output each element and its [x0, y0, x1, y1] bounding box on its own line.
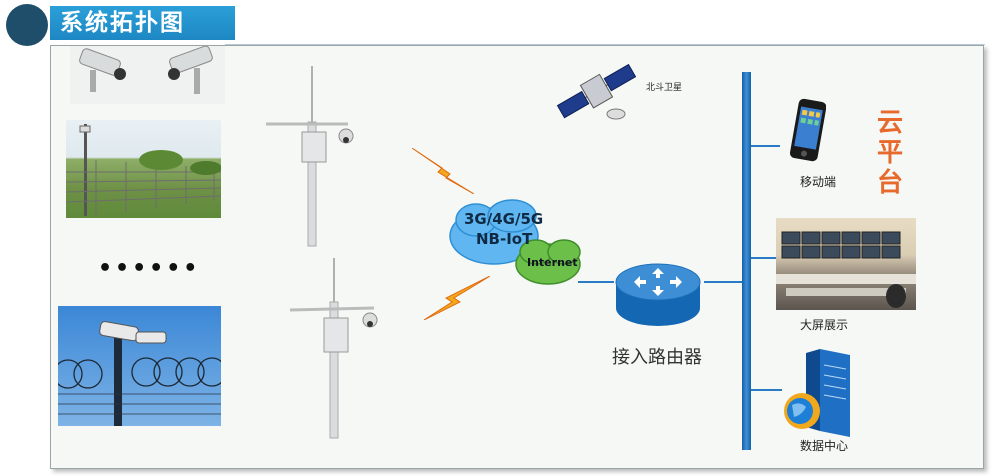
- big-screen-label: 大屏展示: [800, 318, 849, 332]
- cloud-platform-label: 云平台: [876, 108, 903, 198]
- satellite-icon: [556, 60, 638, 124]
- pole-camera-icon: [262, 66, 362, 248]
- title-bullet-circle: [6, 4, 48, 46]
- internet-label: Internet: [527, 256, 578, 269]
- cctv-camera-icon: [70, 45, 225, 104]
- network-label: 3G/4G/5G: [464, 210, 544, 228]
- razor-wire-photo: [58, 306, 221, 426]
- server-icon: [780, 345, 860, 443]
- monitor-wall-icon: [776, 218, 916, 310]
- network-bus: [742, 72, 751, 450]
- mobile-label: 移动端: [800, 175, 837, 189]
- nbiot-label: NB-IoT: [476, 230, 533, 248]
- title-divider: [225, 44, 985, 45]
- cloud-icon: [446, 198, 586, 290]
- lightning-icon: [423, 275, 491, 321]
- phone-icon: [789, 98, 827, 164]
- pole-camera-icon: [284, 258, 384, 440]
- data-center-label: 数据中心: [800, 439, 849, 453]
- fence-photo: [66, 120, 221, 218]
- router-label: 接入路由器: [612, 347, 702, 368]
- beidou-label: 北斗卫星: [646, 83, 683, 93]
- more-devices-ellipsis: ••••••: [98, 256, 201, 281]
- page-title: 系统拓扑图: [50, 6, 235, 40]
- router-icon: [612, 256, 704, 336]
